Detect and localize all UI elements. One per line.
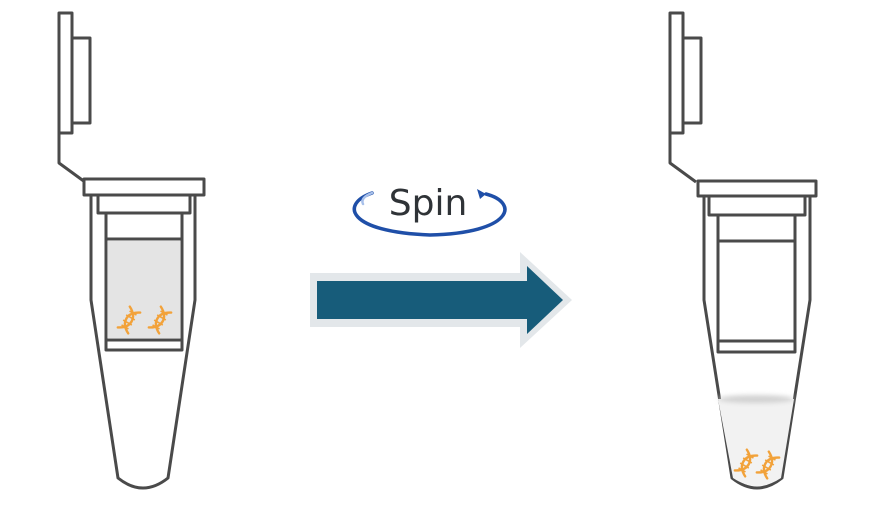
tube-before-spin xyxy=(57,11,206,490)
tube-lid-left xyxy=(57,11,92,184)
tube-after-spin xyxy=(668,11,818,490)
tube-liquid-right xyxy=(718,399,794,486)
rotation-ring-icon xyxy=(352,191,507,237)
spin-column-right xyxy=(707,194,807,354)
column-liquid-left xyxy=(108,241,180,338)
rotation-ring-tail xyxy=(361,191,374,206)
liquid-surface-right xyxy=(718,395,794,403)
rotation-arrowhead-icon xyxy=(477,189,486,199)
tube-rim-left xyxy=(82,177,206,197)
right-arrow-icon xyxy=(317,266,563,334)
spin-indicator: Spin xyxy=(352,183,507,237)
spin-label: Spin xyxy=(389,183,468,224)
tube-lid-right xyxy=(668,11,703,184)
tube-rim-right xyxy=(696,179,818,198)
spin-column-left xyxy=(96,193,192,352)
